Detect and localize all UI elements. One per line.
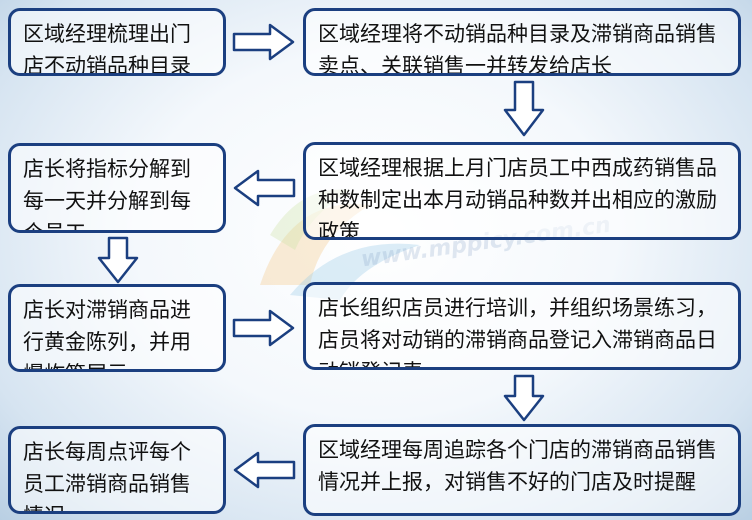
arrow-right-2: [232, 308, 296, 348]
step-golden-display: 店长对滞销商品进行黄金陈列，并用爆炸签展示: [8, 284, 226, 372]
step-weekly-tracking: 区域经理每周追踪各个门店的滞销商品销售情况并上报，对销售不好的门店及时提醒: [303, 424, 741, 516]
arrow-down-2: [96, 236, 140, 284]
arrow-left-1: [232, 168, 296, 208]
arrow-down-1: [502, 80, 546, 138]
step-sort-unsold-list: 区域经理梳理出门店不动销品种目录: [8, 8, 226, 76]
arrow-down-3: [502, 374, 546, 422]
step-weekly-review: 店长每周点评每个员工滞销商品销售情况: [8, 426, 226, 514]
step-training-and-logging: 店长组织店员进行培训，并组织场景练习，店员将对动销的滞销商品登记入滞销商品日动销…: [303, 282, 741, 370]
step-set-monthly-targets: 区域经理根据上月门店员工中西成药销售品种数制定出本月动销品种数并出相应的激励政策: [303, 142, 741, 240]
arrow-left-2: [232, 450, 296, 490]
step-forward-list-to-managers: 区域经理将不动销品种目录及滞销商品销售卖点、关联销售一并转发给店长: [303, 8, 741, 76]
step-split-targets: 店长将指标分解到每一天并分解到每个员工: [8, 143, 226, 233]
arrow-right-1: [232, 22, 296, 62]
